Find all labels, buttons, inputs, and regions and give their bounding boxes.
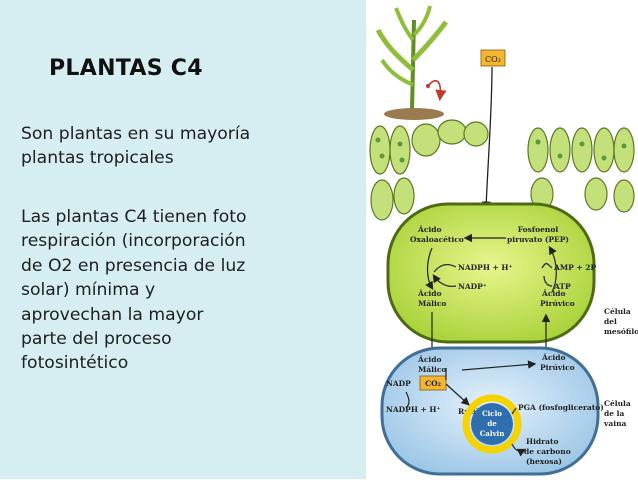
hidrato-line2: de carbono <box>524 447 571 456</box>
mesophyll-cell-label: Célula del mesófilo <box>604 307 638 336</box>
acido-piruvico-line2: Pirúvico <box>540 299 575 308</box>
hidrato-line3: (hexosa) <box>526 457 562 466</box>
fosfoenol-line1: Fosfoenol <box>518 225 559 234</box>
atp-label: ATP <box>553 282 571 291</box>
mesophyll-cell <box>386 202 596 344</box>
text-panel: PLANTAS C4 Son plantas en su mayoría pla… <box>0 0 366 479</box>
svg-text:Célula: Célula <box>604 399 631 408</box>
paragraph-line: aprovechan la mayor <box>21 304 204 325</box>
hidrato-line1: Hidrato <box>526 437 558 446</box>
calvin-line2: de <box>487 419 497 428</box>
nadph-label: NADPH + H⁺ <box>458 263 512 272</box>
paragraph-description: Las plantas C4 tienen foto respiración (… <box>21 205 246 376</box>
acido-malico-line2: Málico <box>418 299 446 308</box>
leaf-cells <box>369 119 635 221</box>
bundle-cell-label: Célula de la vaina <box>603 399 631 428</box>
inner-co2-label: CO₂ <box>425 379 441 388</box>
paragraph-line: Las plantas C4 tienen foto <box>21 207 247 227</box>
bundle-labels: Ácido Málico Ácido Pirúvico NADP NADPH +… <box>386 353 604 466</box>
bundle-acido-piruvico-line2: Pirúvico <box>540 363 575 372</box>
fosfoenol-line2: piruvato (PEP) <box>507 235 569 244</box>
nadp-label: NADP⁺ <box>458 282 487 291</box>
amp-label: AMP + 2P <box>553 263 596 272</box>
slide-title: PLANTAS C4 <box>49 56 203 81</box>
paragraph-line: plantas tropicales <box>21 148 174 169</box>
svg-text:de la: de la <box>604 409 624 418</box>
svg-text:Célula: Célula <box>604 307 631 316</box>
paragraph-line: respiración (incorporación <box>21 231 246 252</box>
paragraph-line: parte del proceso <box>21 329 172 350</box>
calvin-line3: Calvin <box>480 429 505 438</box>
corn-plant-icon <box>375 5 448 120</box>
acido-piruvico-line1: Ácido <box>541 289 565 298</box>
c4-pathway-diagram: CO₂ <box>366 0 638 479</box>
co2-label: CO₂ <box>485 55 501 64</box>
paragraph-intro: Son plantas en su mayoría plantas tropic… <box>21 122 250 171</box>
calvin-line1: Ciclo <box>482 409 502 418</box>
pga-label: PGA (fosfoglicerato) <box>518 403 604 412</box>
mesophyll-arrows <box>425 233 557 359</box>
chloroplast-dots <box>375 137 627 163</box>
co2-box: CO₂ <box>480 49 506 67</box>
paragraph-line: fotosintético <box>21 353 129 374</box>
paragraph-line: de O2 en presencia de luz <box>21 255 246 276</box>
svg-text:mesófilo: mesófilo <box>604 327 638 336</box>
svg-text:del: del <box>604 317 617 326</box>
co2-inflow-arrow <box>481 66 493 211</box>
calvin-cycle: Ciclo de Calvin <box>462 394 522 454</box>
paragraph-line: solar) mínima y <box>21 280 156 301</box>
o2-arrow-icon <box>426 79 447 102</box>
acido-oxaloacetico-line1: Ácido <box>417 225 441 234</box>
bundle-acido-malico-line1: Ácido <box>417 355 441 364</box>
acido-oxaloacetico-line2: Oxaloacético <box>410 235 464 244</box>
inner-co2-box: CO₂ <box>419 375 447 391</box>
bundle-acido-malico-line2: Málico <box>418 365 446 374</box>
svg-text:vaina: vaina <box>603 419 627 428</box>
acido-malico-line1: Ácido <box>417 289 441 298</box>
mesophyll-labels: Ácido Oxaloacético Fosfoenol piruvato (P… <box>410 225 596 308</box>
paragraph-line: Son plantas en su mayoría <box>21 124 251 144</box>
bundle-acido-piruvico-line1: Ácido <box>541 353 565 362</box>
bundle-nadp-label: NADP <box>386 379 411 388</box>
bundle-nadph-label: NADPH + H⁺ <box>386 405 440 414</box>
bundle-arrows <box>405 360 537 457</box>
